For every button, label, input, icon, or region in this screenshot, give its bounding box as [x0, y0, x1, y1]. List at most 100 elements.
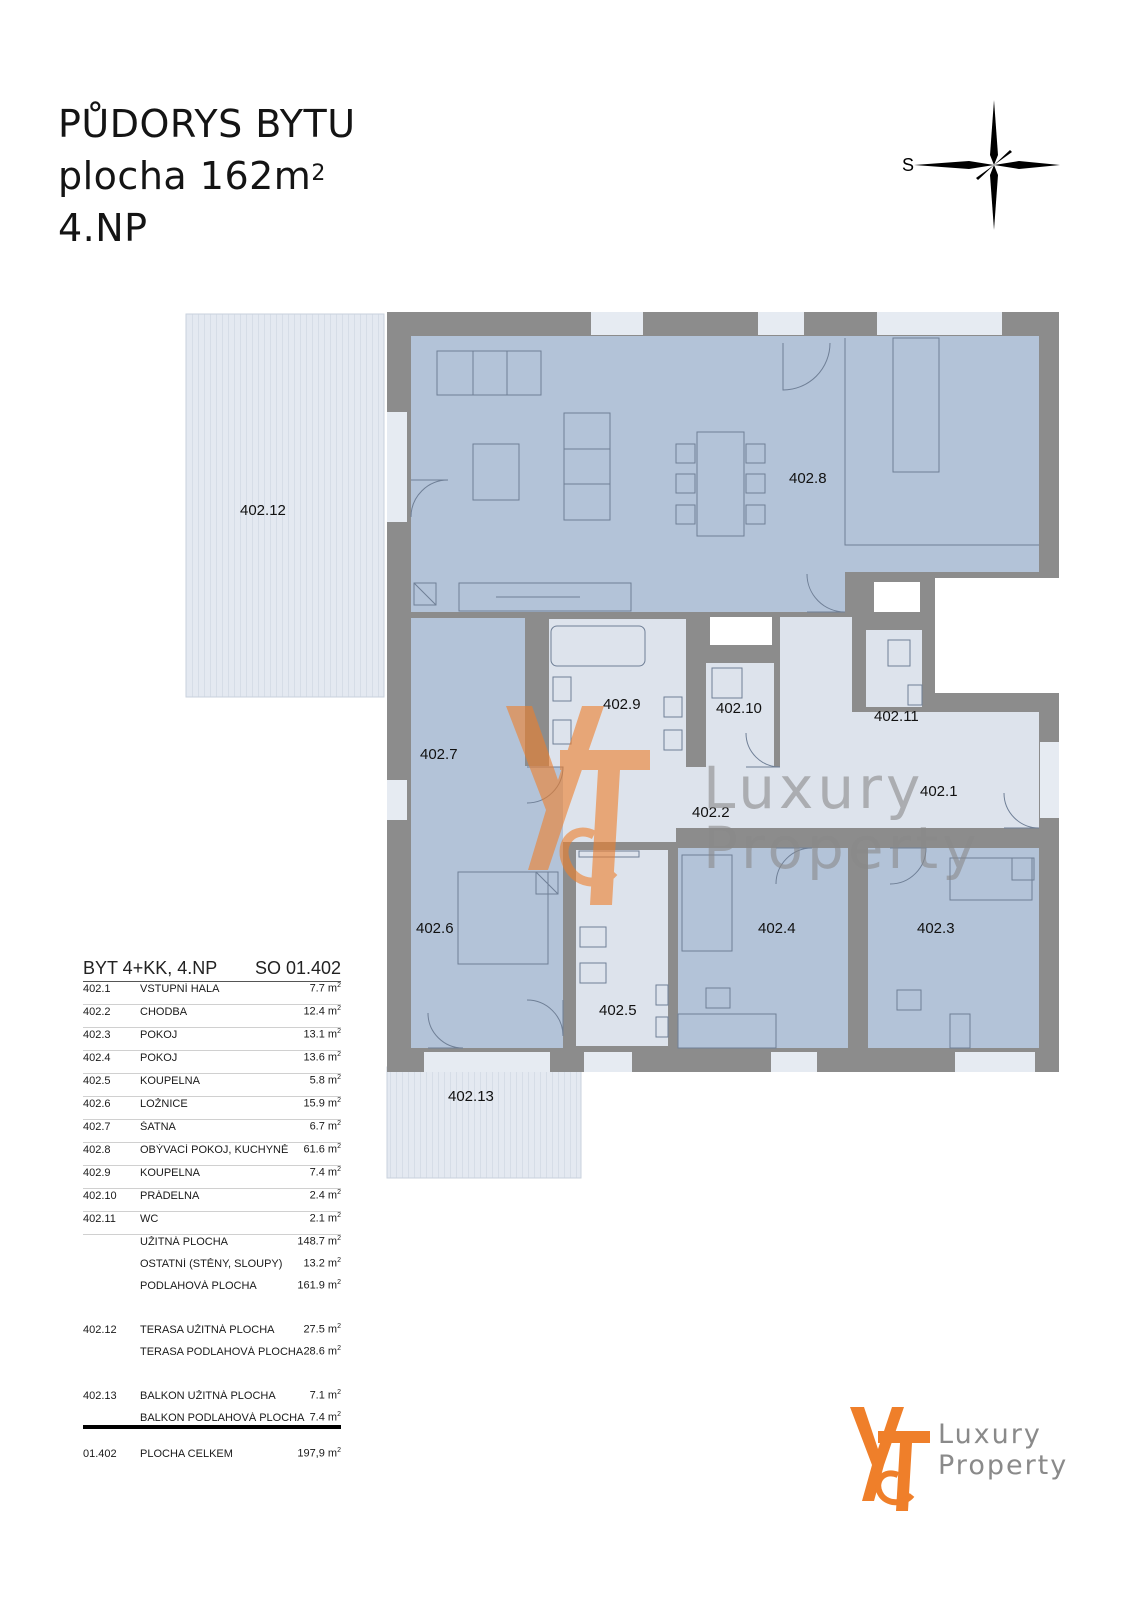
row-area: 6.7 m2: [309, 1120, 341, 1133]
table-header: BYT 4+KK, 4.NP SO 01.402: [83, 958, 341, 982]
row-id: 402.10: [83, 1189, 117, 1202]
row-area: 13.6 m2: [303, 1051, 341, 1064]
row-name: OSTATNÍ (STĚNY, SLOUPY): [140, 1257, 283, 1270]
row-name: POKOJ: [140, 1051, 178, 1064]
label-402-5: 402.5: [599, 1002, 637, 1019]
table-row: PODLAHOVÁ PLOCHA 161.9 m2: [83, 1279, 341, 1301]
label-402-1: 402.1: [920, 783, 958, 800]
row-area: 7.4 m2: [309, 1411, 341, 1424]
row-area: 7.4 m2: [309, 1166, 341, 1179]
row-area: 28.6 m2: [303, 1345, 341, 1358]
row-name: PODLAHOVÁ PLOCHA: [140, 1279, 257, 1292]
table-row: 402.3 POKOJ 13.1 m2: [83, 1028, 341, 1051]
watermark-text-1: Luxury: [703, 754, 924, 822]
table-row: 402.5 KOUPELNA 5.8 m2: [83, 1074, 341, 1097]
row-area: 12.4 m2: [303, 1005, 341, 1018]
yt-logo-icon: [850, 1407, 930, 1511]
label-402-11: 402.11: [874, 708, 919, 725]
watermark-logo-icon: [506, 706, 650, 905]
plan-area-title: plocha 162m2: [58, 154, 326, 198]
row-id: 402.12: [83, 1323, 117, 1336]
row-area: 197,9 m2: [297, 1447, 341, 1460]
row-name: TERASA PODLAHOVÁ PLOCHA: [140, 1345, 304, 1358]
label-402-13: 402.13: [448, 1088, 494, 1105]
row-area: 13.2 m2: [303, 1257, 341, 1270]
table-row: 402.6 LOŽNICE 15.9 m2: [83, 1097, 341, 1120]
row-name: KOUPELNA: [140, 1074, 200, 1087]
row-id: 402.4: [83, 1051, 111, 1064]
row-area: 148.7 m2: [297, 1235, 341, 1248]
logo-text-line2: Property: [938, 1450, 1069, 1481]
row-id: 01.402: [83, 1447, 117, 1460]
label-402-4: 402.4: [758, 920, 796, 937]
row-name: POKOJ: [140, 1028, 178, 1041]
row-area: 2.1 m2: [309, 1212, 341, 1225]
logo-text-line1: Luxury: [938, 1419, 1042, 1450]
title-block: PŮDORYS BYTU plocha 162m2 4.NP: [58, 98, 356, 254]
row-area: 15.9 m2: [303, 1097, 341, 1110]
row-name: BALKON UŽITNÁ PLOCHA: [140, 1389, 276, 1402]
label-402-6: 402.6: [416, 920, 454, 937]
label-402-9: 402.9: [603, 696, 641, 713]
room-labels: 402.12 402.8 402.7 402.9 402.10 402.11 4…: [240, 470, 958, 1105]
apartment-type: BYT 4+KK, 4.NP: [83, 958, 218, 978]
row-area: 61.6 m2: [303, 1143, 341, 1156]
table-row: 402.10 PRÁDELNA 2.4 m2: [83, 1189, 341, 1212]
row-area: 5.8 m2: [309, 1074, 341, 1087]
table-row: 402.1 VSTUPNÍ HALA 7.7 m2: [83, 982, 341, 1005]
divider: [83, 1425, 341, 1429]
row-id: 402.5: [83, 1074, 111, 1087]
row-area: 7.7 m2: [309, 982, 341, 995]
logo-text: Luxury Property: [938, 1419, 1068, 1481]
compass-icon: S: [902, 100, 1060, 230]
plan-title: PŮDORYS BYTU: [58, 102, 356, 146]
compass-label: S: [902, 155, 914, 175]
furniture: [410, 337, 1040, 1049]
row-id: 402.11: [83, 1212, 116, 1225]
row-name: ŠATNA: [140, 1120, 176, 1133]
table-row: 402.4 POKOJ 13.6 m2: [83, 1051, 341, 1074]
row-name: VSTUPNÍ HALA: [140, 982, 220, 995]
row-name: CHODBA: [140, 1005, 188, 1018]
floor-title: 4.NP: [58, 206, 148, 250]
row-id: 402.6: [83, 1097, 111, 1110]
row-area: 27.5 m2: [303, 1323, 341, 1336]
row-name: PRÁDELNA: [140, 1189, 200, 1202]
row-area: 7.1 m2: [309, 1389, 341, 1402]
row-area: 13.1 m2: [303, 1028, 341, 1041]
label-402-8: 402.8: [789, 470, 827, 487]
table-row: BALKON PODLAHOVÁ PLOCHA 7.4 m2: [83, 1411, 341, 1433]
watermark: Luxury Property: [506, 706, 980, 905]
table-row: 402.9 KOUPELNA 7.4 m2: [83, 1166, 341, 1189]
company-logo: Luxury Property: [848, 1405, 1078, 1515]
row-area: 2.4 m2: [309, 1189, 341, 1202]
label-402-7: 402.7: [420, 746, 458, 763]
rooms: [411, 336, 1039, 1048]
watermark-text-2: Property: [703, 814, 980, 882]
row-name: LOŽNICE: [140, 1097, 188, 1110]
row-id: 402.9: [83, 1166, 111, 1179]
balcony-402-13: [386, 1066, 582, 1179]
row-name: KOUPELNA: [140, 1166, 200, 1179]
row-name: OBÝVACÍ POKOJ, KUCHYNĚ: [140, 1143, 289, 1156]
row-area: 161.9 m2: [297, 1279, 341, 1292]
row-id: 402.1: [83, 982, 111, 995]
label-402-10: 402.10: [716, 700, 762, 717]
row-id: 402.3: [83, 1028, 111, 1041]
apartment-code: SO 01.402: [254, 958, 341, 978]
label-402-12: 402.12: [240, 502, 286, 519]
row-name: BALKON PODLAHOVÁ PLOCHA: [140, 1411, 305, 1424]
